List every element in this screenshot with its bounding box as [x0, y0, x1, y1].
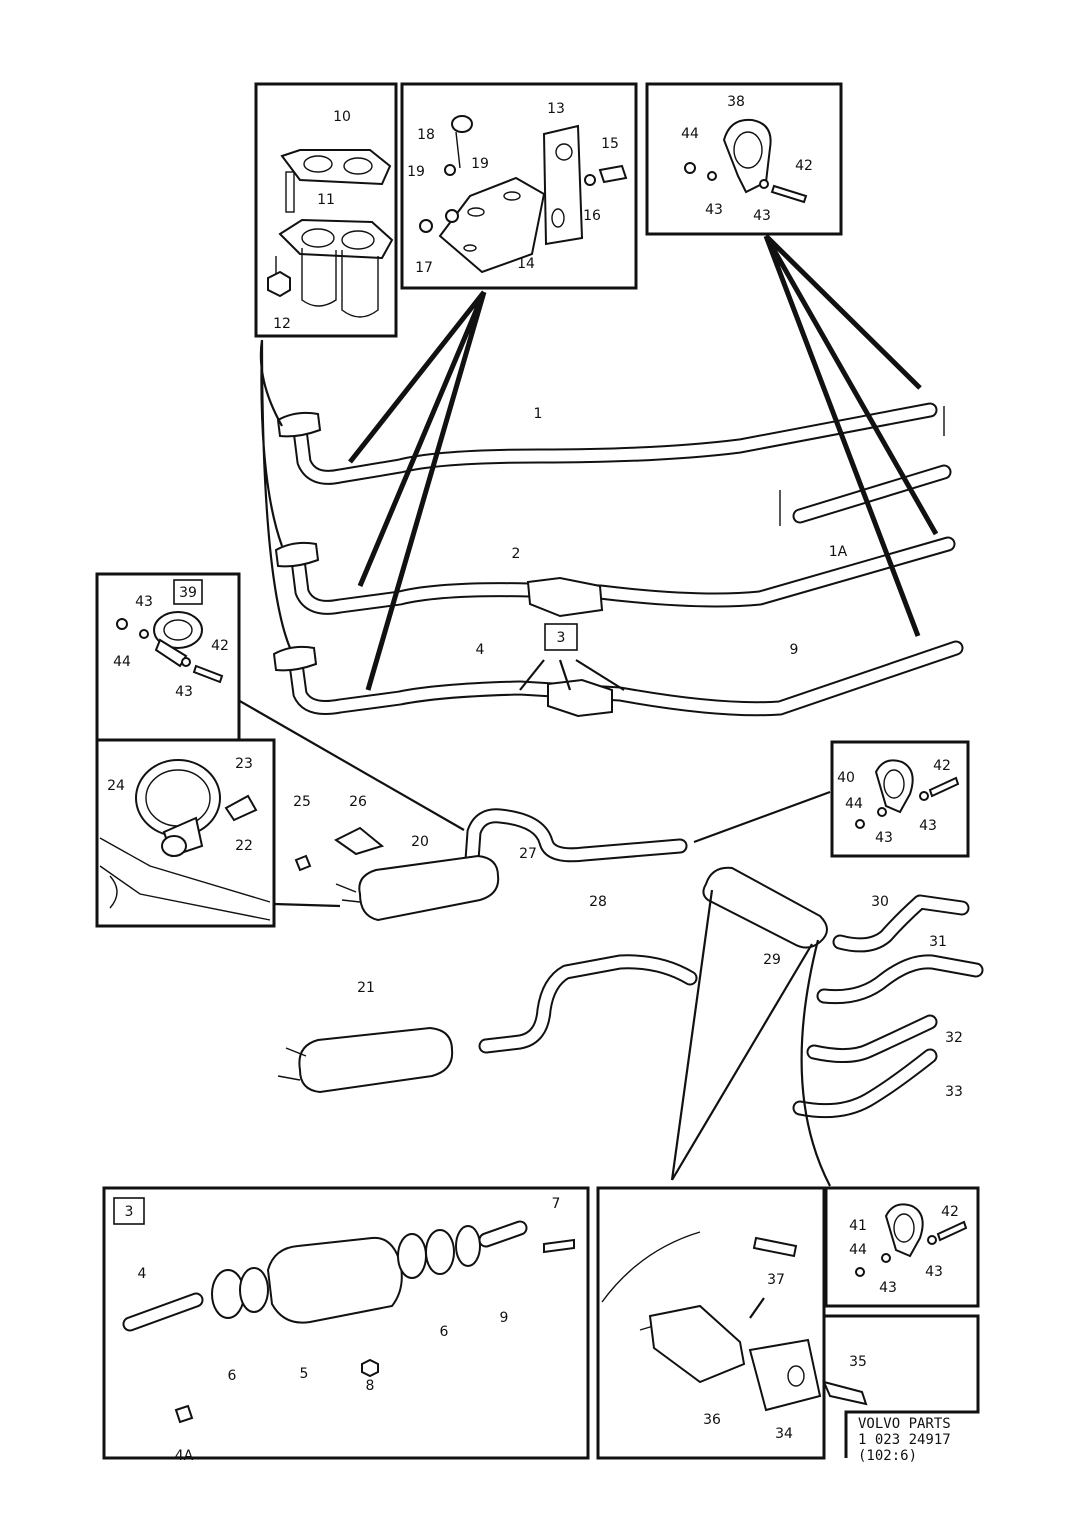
- inset-catalyst: [102, 1186, 590, 1460]
- label-30: 30: [871, 894, 889, 910]
- catalyst-inset-box: [113, 1197, 145, 1225]
- label-25: 25: [293, 794, 311, 810]
- label-4: 4: [476, 642, 485, 658]
- part-labels: 10 11 12 13 14 15 16 17 18 19 19 38 44 4…: [107, 94, 963, 1464]
- label-44-c40: 44: [845, 796, 863, 812]
- label-40: 40: [837, 770, 855, 786]
- label-21: 21: [357, 980, 375, 996]
- clamp-39-box: [173, 579, 203, 605]
- label-43-top-right: 43: [753, 208, 771, 224]
- label-44-c41: 44: [849, 1242, 867, 1258]
- label-4-inset: 4: [138, 1266, 147, 1282]
- label-36: 36: [703, 1412, 721, 1428]
- label-15: 15: [601, 136, 619, 152]
- label-6-right: 6: [440, 1324, 449, 1340]
- label-19-left: 19: [407, 164, 425, 180]
- label-42-c41: 42: [941, 1204, 959, 1220]
- label-17: 17: [415, 260, 433, 276]
- inset-clamp-40: [830, 740, 970, 858]
- label-32: 32: [945, 1030, 963, 1046]
- label-4a: 4A: [175, 1448, 194, 1464]
- inset-rear-hanger: [596, 1186, 826, 1460]
- label-24: 24: [107, 778, 125, 794]
- stamp-line-2: 1 023 24917: [858, 1432, 951, 1448]
- front-pipes: [272, 402, 964, 718]
- label-34: 34: [775, 1426, 793, 1442]
- inset-clamp-41: [824, 1186, 980, 1308]
- label-33: 33: [945, 1084, 963, 1100]
- label-43-c41-left: 43: [879, 1280, 897, 1296]
- label-29: 29: [763, 952, 781, 968]
- label-42-c40: 42: [933, 758, 951, 774]
- label-16: 16: [583, 208, 601, 224]
- label-31: 31: [929, 934, 947, 950]
- label-28: 28: [589, 894, 607, 910]
- label-3-ref: 3: [557, 630, 566, 646]
- stamp-line-1: VOLVO PARTS: [858, 1416, 951, 1432]
- label-9: 9: [790, 642, 799, 658]
- label-43-c40-right: 43: [919, 818, 937, 834]
- label-39: 39: [179, 585, 197, 601]
- manifold-flange-drawing: [267, 149, 394, 318]
- parts-stamp: VOLVO PARTS 1 023 24917 (102:6): [858, 1416, 951, 1464]
- label-27: 27: [519, 846, 537, 862]
- label-12: 12: [273, 316, 291, 332]
- catalyst-drawing: [122, 1220, 575, 1424]
- label-1: 1: [534, 406, 543, 422]
- label-43-c39-bottom: 43: [175, 684, 193, 700]
- label-38: 38: [727, 94, 745, 110]
- label-5: 5: [300, 1366, 309, 1382]
- inset-clamp-38: [645, 82, 843, 236]
- label-2: 2: [512, 546, 521, 562]
- catalyst-ref-box: [544, 623, 578, 651]
- label-8: 8: [366, 1378, 375, 1394]
- label-13: 13: [547, 101, 565, 117]
- label-43-c39-top: 43: [135, 594, 153, 610]
- label-41: 41: [849, 1218, 867, 1234]
- inset-stamp-frame: [824, 1314, 980, 1458]
- label-43-top-left: 43: [705, 202, 723, 218]
- label-18: 18: [417, 127, 435, 143]
- bracket-drawing: [419, 115, 628, 274]
- label-35: 35: [849, 1354, 867, 1370]
- clamp-39-drawing: [116, 611, 224, 684]
- label-9-inset: 9: [500, 1310, 509, 1326]
- label-6-left: 6: [228, 1368, 237, 1384]
- label-14: 14: [517, 256, 535, 272]
- label-1a: 1A: [829, 544, 848, 560]
- label-43-c40-left: 43: [875, 830, 893, 846]
- silencers: [277, 808, 984, 1119]
- inset-hanger: [95, 738, 276, 928]
- label-7: 7: [552, 1196, 561, 1212]
- rear-hanger-drawing: [601, 1231, 868, 1412]
- hanger-drawing: [99, 759, 271, 921]
- clamp-41-drawing: [855, 1203, 968, 1277]
- inset-pipe-bracket: [400, 82, 638, 290]
- label-26: 26: [349, 794, 367, 810]
- label-3-inset: 3: [125, 1204, 134, 1220]
- inset-frames: [95, 82, 980, 1460]
- clamp-40-drawing: [855, 759, 960, 829]
- label-19-right: 19: [471, 156, 489, 172]
- label-23: 23: [235, 756, 253, 772]
- leader-arrows: [237, 234, 939, 1319]
- label-44-top: 44: [681, 126, 699, 142]
- clamp-38-drawing: [684, 118, 808, 204]
- label-37: 37: [767, 1272, 785, 1288]
- inset-manifold-gasket: [254, 82, 398, 338]
- label-11: 11: [317, 192, 335, 208]
- label-22: 22: [235, 838, 253, 854]
- label-43-c41-right: 43: [925, 1264, 943, 1280]
- label-42-top: 42: [795, 158, 813, 174]
- label-44-c39: 44: [113, 654, 131, 670]
- label-42-c39: 42: [211, 638, 229, 654]
- label-10: 10: [333, 109, 351, 125]
- label-20: 20: [411, 834, 429, 850]
- stamp-line-3: (102:6): [858, 1448, 917, 1464]
